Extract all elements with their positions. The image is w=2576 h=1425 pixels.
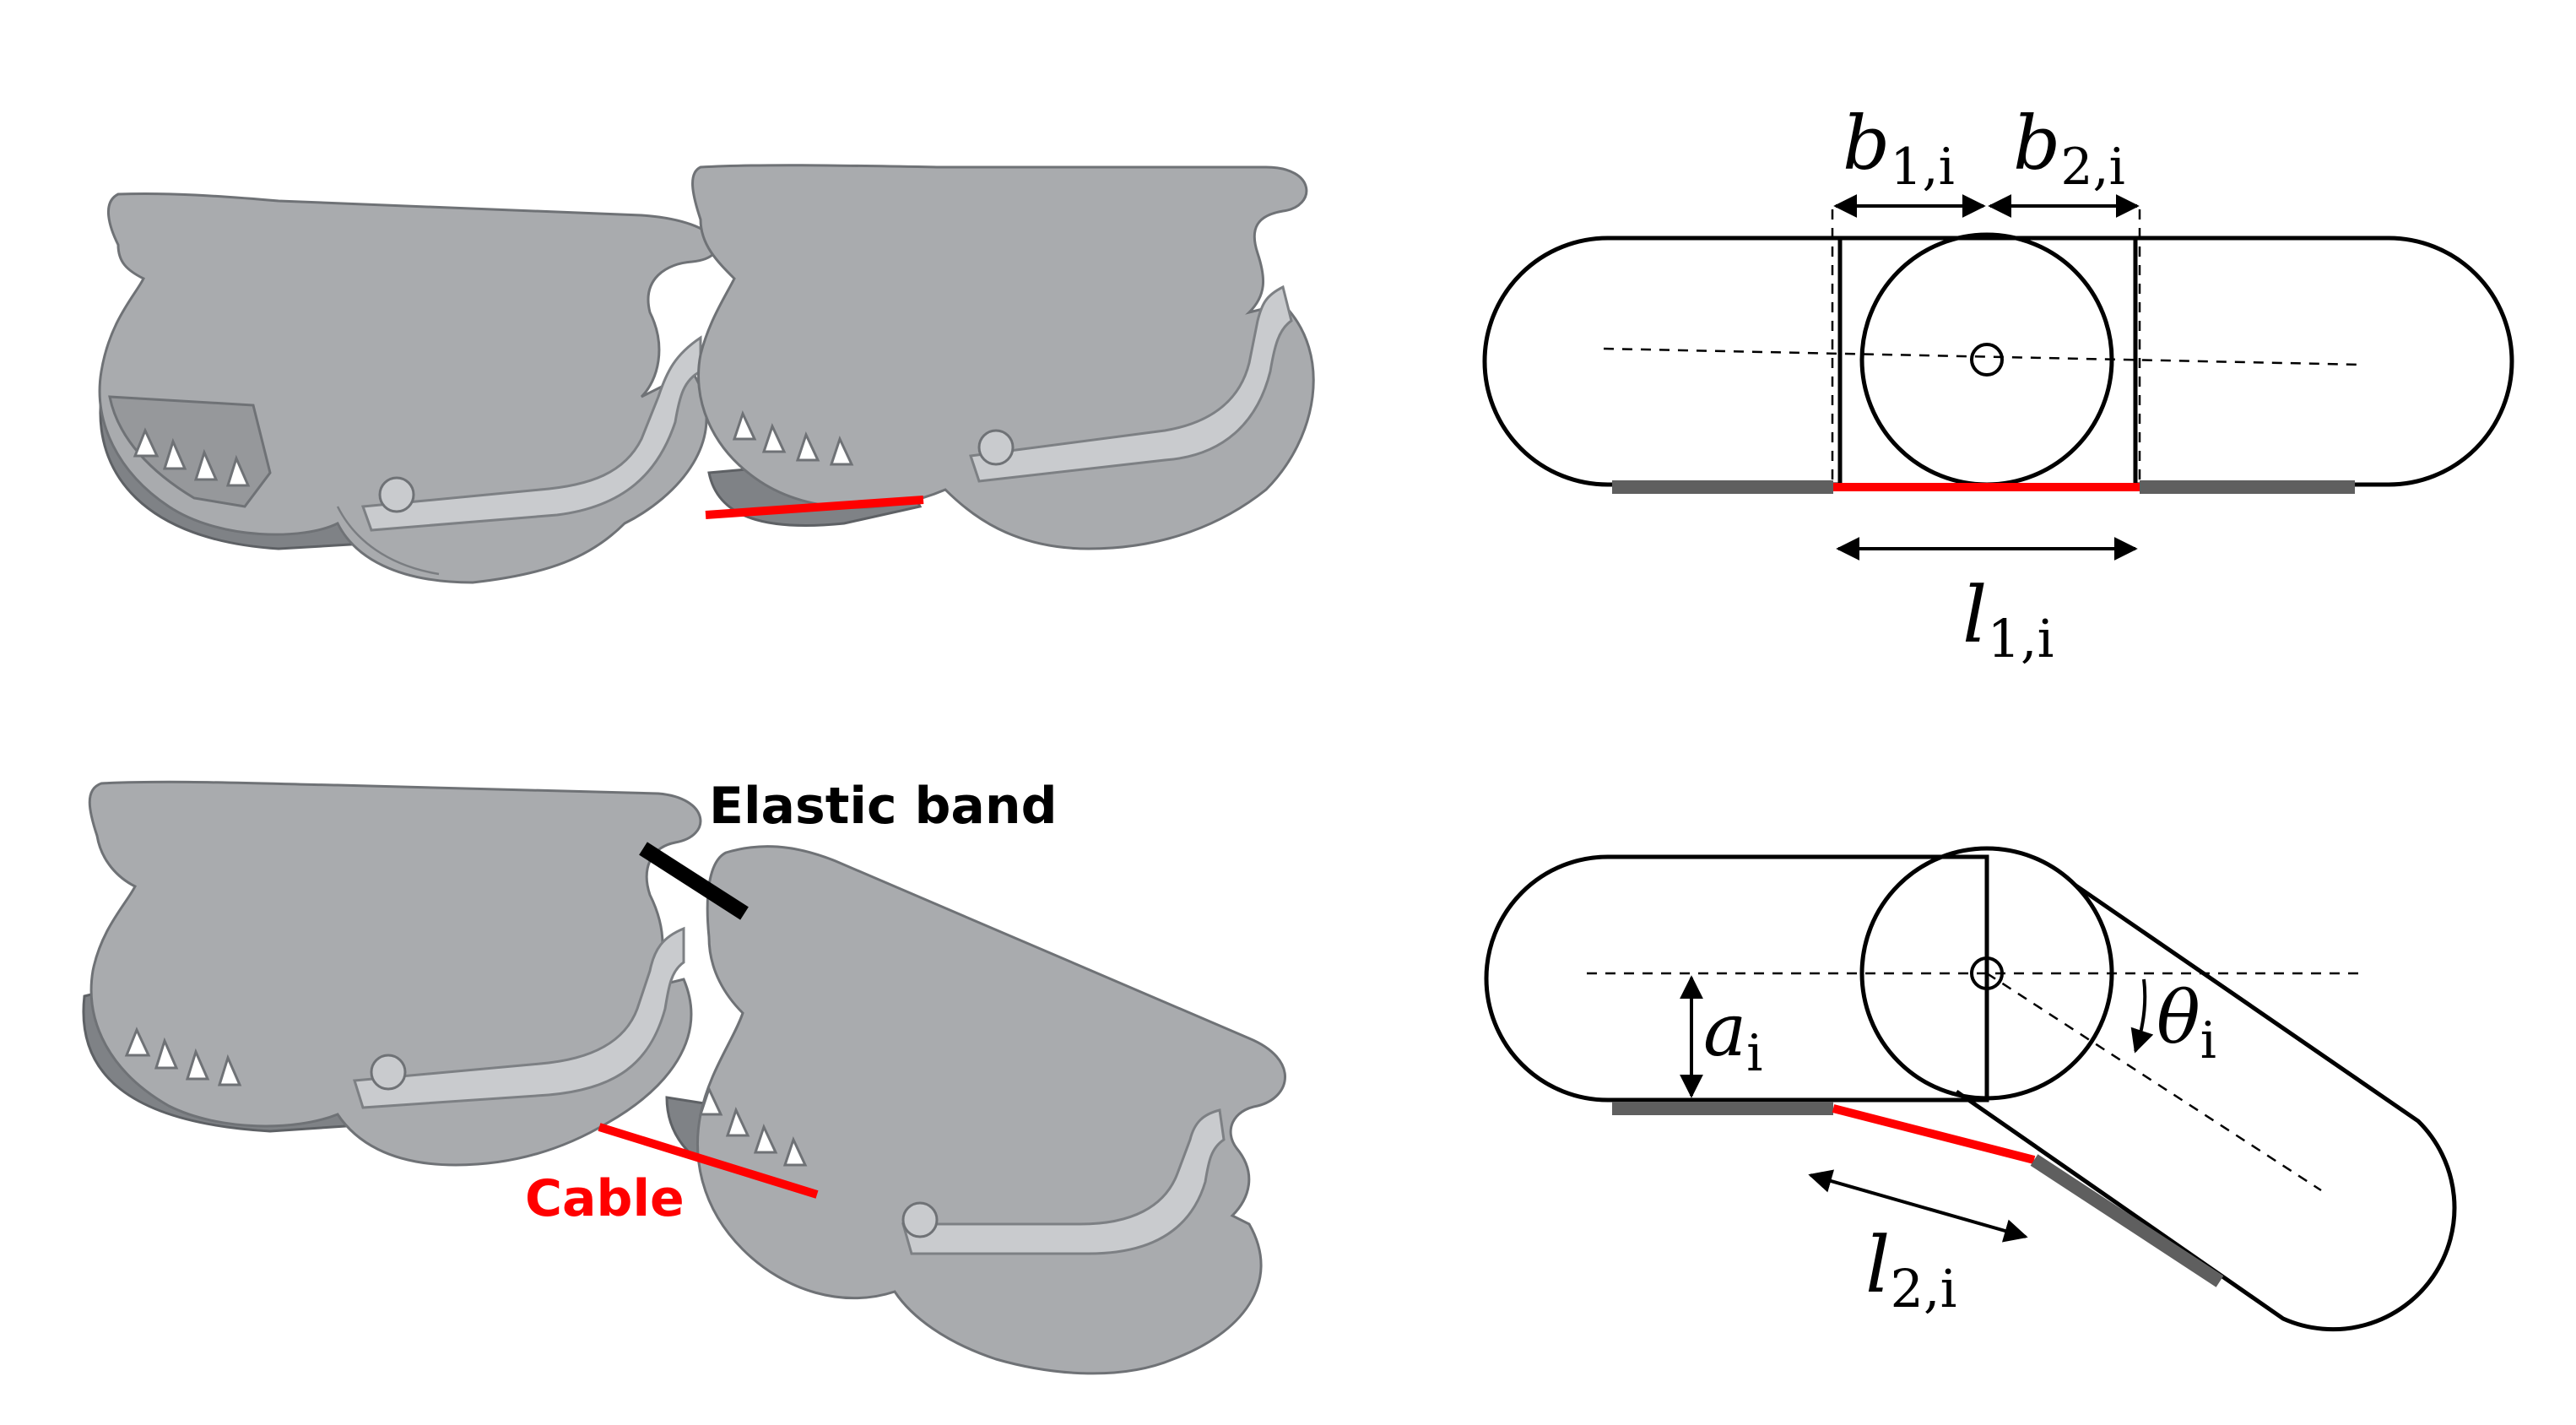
l1-label: l1,i	[1962, 570, 2054, 669]
cable-label: Cable	[525, 1169, 685, 1228]
l2-label: l2,i	[1865, 1220, 1956, 1319]
straight-schematic: b1,i b2,i l1,i	[1482, 100, 2514, 669]
right-link	[691, 164, 1315, 550]
l2-arrow	[1808, 1169, 2028, 1243]
centerline	[1603, 347, 2364, 366]
cable-bent	[598, 1123, 819, 1199]
straight-link-assembly	[98, 164, 1315, 584]
bent-right-link	[665, 845, 1286, 1375]
joint-pin	[1970, 343, 2004, 377]
b2-label: b2,i	[2013, 100, 2125, 197]
gear-teeth	[133, 427, 251, 487]
bent-right-capsule	[1955, 882, 2457, 1332]
bent-left-capsule	[1484, 854, 1989, 1103]
bent-left-link	[82, 780, 702, 1167]
left-link	[98, 192, 718, 584]
bent-cable	[1832, 1104, 2036, 1164]
bent-gear-teeth-right	[698, 1085, 808, 1167]
b1-label: b1,i	[1843, 100, 1955, 197]
elastic-band-line	[639, 842, 749, 920]
bent-link-assembly: Elastic band Cable	[82, 777, 1286, 1375]
theta-label: θi	[2157, 976, 2216, 1070]
theta-arc	[2130, 978, 2154, 1054]
bent-schematic: ai θi l2,i	[1484, 846, 2457, 1332]
elastic-band-label: Elastic band	[709, 777, 1058, 836]
bent-gear-teeth	[124, 1027, 242, 1086]
cable-straight	[705, 496, 924, 519]
right-capsule	[2133, 236, 2514, 487]
left-capsule	[1482, 236, 1843, 487]
bent-pad-right	[2030, 1154, 2224, 1287]
gear-teeth-right	[732, 409, 854, 466]
a-label: ai	[1703, 989, 1762, 1083]
